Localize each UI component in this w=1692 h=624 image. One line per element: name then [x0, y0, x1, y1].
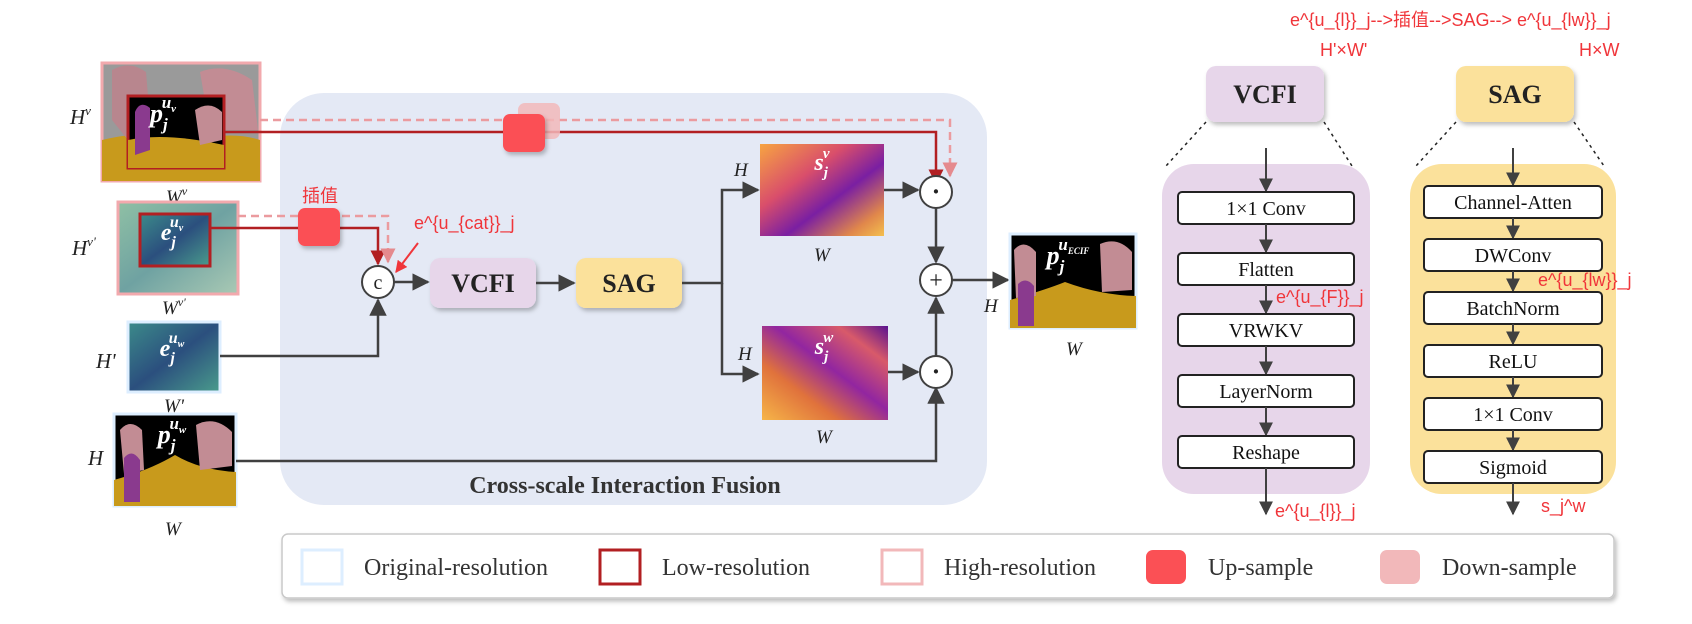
- input-ew-image: [126, 320, 222, 394]
- upsample-chinese-label: 插值: [302, 186, 338, 206]
- sv-width-label: W: [814, 245, 832, 266]
- sag-to-sw-arrow: [720, 283, 760, 383]
- vcfi-detail-title-box: [1206, 66, 1324, 122]
- input-pw-image: [112, 412, 238, 508]
- vcfi-detail-step-label: LayerNorm: [1219, 381, 1313, 403]
- input-ev-width-label: Wv': [162, 295, 186, 319]
- sag-block: [576, 258, 682, 308]
- sv-height-label: H: [733, 160, 749, 181]
- sw-width-label: W: [816, 427, 834, 448]
- sag-detail-step-label: BatchNorm: [1466, 298, 1560, 320]
- input-ev-height-label: Hv': [71, 234, 96, 260]
- input-pv-symbol: pjuv: [148, 93, 176, 134]
- ev-high-res-dashed-arrow: [238, 214, 396, 264]
- legend-swatch-down: [1380, 550, 1420, 584]
- vcfi-detail-step-label: Flatten: [1238, 259, 1294, 281]
- top-hw-right-annotation: H×W: [1579, 40, 1620, 60]
- sw-heatmap: [762, 326, 888, 420]
- top-hw-left-annotation: H'×W': [1320, 40, 1367, 60]
- input-pv-height-label: Hv: [69, 103, 91, 129]
- output-width-label: W: [1066, 339, 1084, 360]
- concat-symbol: c: [374, 272, 383, 294]
- sum-symbol: +: [929, 268, 943, 294]
- upsample-square-top: [503, 114, 545, 152]
- sv-heatmap: [760, 144, 884, 236]
- input-pw-symbol: pjuw: [156, 414, 187, 455]
- input-pw-width-label: W: [165, 519, 183, 540]
- legend-items: Original-resolution Low-resolution High-re…: [300, 548, 1577, 586]
- upsample-square-mid: [298, 208, 340, 246]
- sag-detail-step-label: ReLU: [1489, 351, 1538, 373]
- vcfi-detail-step-label: Reshape: [1232, 442, 1300, 464]
- sag-block-label: SAG: [602, 269, 655, 298]
- legend-swatch-up: [1146, 550, 1186, 584]
- sjw-annotation: s_j^w: [1541, 496, 1586, 517]
- vcfi-block-label: VCFI: [451, 269, 515, 298]
- sag-detail-step-label: 1×1 Conv: [1473, 404, 1553, 426]
- input-ev-symbol: ejuv: [161, 214, 184, 251]
- input-ew-symbol: ejuw: [160, 330, 185, 367]
- legend-label-high: High-resolution: [944, 555, 1096, 581]
- vcfi-block: [430, 258, 536, 308]
- vcfi-zoom-line-right: [1323, 121, 1353, 167]
- legend-label-low: Low-resolution: [662, 555, 810, 581]
- sag-detail-step-label: DWConv: [1475, 245, 1552, 267]
- sag-zoom-line-right: [1573, 121, 1605, 167]
- fusion-title: Cross-scale Interaction Fusion: [469, 473, 781, 499]
- sw-height-label: H: [737, 344, 753, 365]
- sw-symbol: sjw: [814, 330, 835, 365]
- sag-detail-title: SAG: [1488, 80, 1541, 109]
- vcfi-detail-step-label: 1×1 Conv: [1226, 198, 1306, 220]
- pw-to-dot-arrow: [236, 386, 945, 463]
- ul-annotation: e^{u_{l}}_j: [1275, 501, 1356, 522]
- top-multiply-symbol: ·: [932, 177, 941, 206]
- pv-low-res-arrow: [224, 130, 944, 185]
- uf-annotation: e^{u_{F}}_j: [1276, 287, 1364, 308]
- ev-low-res-arrow: [210, 226, 386, 266]
- sag-detail-step-label: Channel-Atten: [1454, 192, 1572, 214]
- legend-swatch-high: [880, 548, 924, 586]
- top-formula-annotation: e^{u_{l}}_j-->插值-->SAG--> e^{u_{lw}}_j: [1290, 10, 1611, 31]
- vcfi-zoom-line-left: [1165, 121, 1207, 167]
- legend-label-down: Down-sample: [1442, 555, 1577, 581]
- output-image: [1008, 232, 1138, 330]
- legend-swatch-original: [300, 548, 344, 586]
- sag-detail-step-label: Sigmoid: [1479, 457, 1547, 479]
- legend-label-original: Original-resolution: [364, 555, 548, 581]
- output-symbol: pjuECIF: [1045, 235, 1090, 276]
- input-ew-width-label: W': [164, 396, 185, 417]
- input-ev-image: [116, 200, 240, 296]
- cat-annotation-pointer: [395, 242, 419, 273]
- sv-symbol: sjv: [813, 146, 830, 181]
- vcfi-detail-step-label: VRWKV: [1229, 320, 1304, 342]
- ulw-annotation: e^{u_{lw}}_j: [1538, 270, 1632, 291]
- legend-swatch-low: [598, 548, 642, 586]
- ew-to-concat-arrow: [220, 298, 387, 358]
- cat-annotation: e^{u_{cat}}_j: [414, 213, 515, 234]
- input-pw-height-label: H: [87, 446, 105, 470]
- output-height-label: H: [983, 296, 999, 317]
- input-ew-height-label: H': [95, 349, 116, 373]
- vcfi-detail-title: VCFI: [1233, 80, 1297, 109]
- sag-detail-title-box: [1456, 66, 1574, 122]
- pv-high-res-dashed-arrow: [260, 118, 958, 178]
- sag-to-sv-arrow: [682, 181, 760, 285]
- legend-label-up: Up-sample: [1208, 555, 1313, 581]
- sag-zoom-line-left: [1415, 121, 1457, 167]
- input-pv-image: [100, 61, 262, 183]
- bottom-multiply-symbol: ·: [932, 357, 941, 386]
